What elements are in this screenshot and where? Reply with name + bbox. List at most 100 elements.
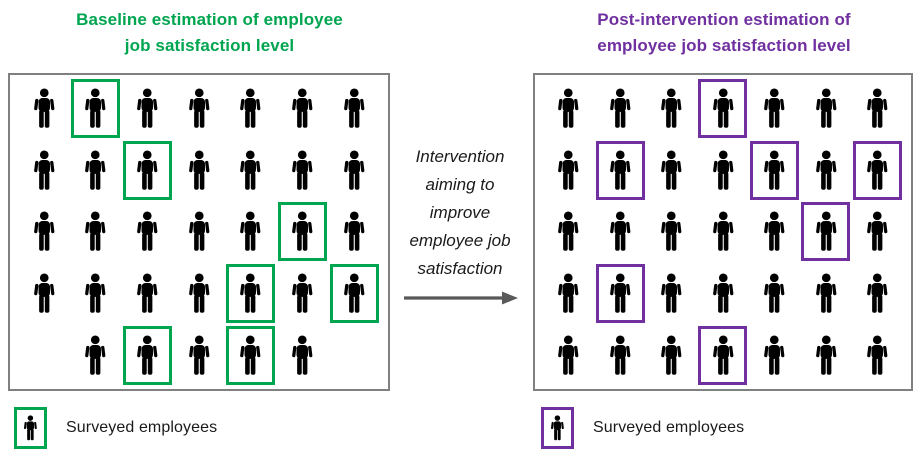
surveyed-highlight-box <box>226 325 276 385</box>
surveyed-highlight-box <box>595 140 645 200</box>
person-icon <box>867 150 888 190</box>
grid-cell <box>18 201 70 263</box>
grid-cell <box>800 324 851 386</box>
grid-cell <box>277 263 329 325</box>
grid-cell <box>225 324 277 386</box>
grid-cell <box>121 140 173 202</box>
icon-frame <box>226 79 275 138</box>
person-icon <box>815 273 836 313</box>
icon-frame <box>19 264 68 323</box>
icon-frame <box>698 141 747 200</box>
person-icon <box>661 211 682 252</box>
icon-row <box>18 263 380 325</box>
person-icon <box>558 150 579 190</box>
grid-cell <box>173 140 225 202</box>
icon-frame <box>596 79 645 138</box>
icon-frame <box>278 264 327 323</box>
person-icon <box>610 335 631 375</box>
person-icon <box>867 211 888 252</box>
person-icon <box>85 150 106 190</box>
person-icon <box>240 88 261 129</box>
person-icon <box>764 273 785 313</box>
icon-frame <box>71 326 120 385</box>
person-icon <box>764 88 785 129</box>
grid-cell <box>749 324 800 386</box>
icon-row <box>18 324 380 386</box>
grid-cell <box>70 201 122 263</box>
grid-cell <box>18 263 70 325</box>
surveyed-highlight-box <box>329 264 379 324</box>
person-icon <box>137 211 158 252</box>
person-icon <box>610 88 631 129</box>
left-legend-surveyed-box <box>14 407 47 449</box>
person-icon <box>712 150 734 190</box>
grid-cell <box>328 201 380 263</box>
icon-frame <box>123 202 172 261</box>
grid-cell <box>277 140 329 202</box>
grid-cell <box>121 263 173 325</box>
person-icon <box>661 335 682 375</box>
icon-frame <box>853 326 902 385</box>
person-icon <box>292 273 313 313</box>
grid-cell <box>328 263 380 325</box>
grid-cell <box>646 263 697 325</box>
icon-row <box>543 263 903 325</box>
person-icon <box>188 150 210 190</box>
person-icon <box>240 335 261 375</box>
grid-cell <box>121 324 173 386</box>
icon-frame <box>544 264 593 323</box>
grid-cell <box>800 201 851 263</box>
person-icon <box>85 88 106 129</box>
icon-frame <box>330 79 379 138</box>
right-arrow-icon <box>403 290 519 306</box>
person-icon <box>610 211 631 252</box>
grid-cell <box>121 201 173 263</box>
surveyed-highlight-box <box>595 264 645 324</box>
grid-cell <box>225 140 277 202</box>
grid-cell <box>852 263 903 325</box>
icon-frame <box>750 202 799 261</box>
person-icon <box>188 211 210 252</box>
left-title-line2: job satisfaction level <box>124 36 295 55</box>
grid-cell <box>646 201 697 263</box>
grid-cell <box>594 201 645 263</box>
icon-frame <box>175 202 224 261</box>
grid-cell <box>594 324 645 386</box>
person-icon <box>33 211 54 252</box>
grid-cell <box>173 201 225 263</box>
icon-frame <box>544 326 593 385</box>
right-legend-label: Surveyed employees <box>593 419 745 436</box>
grid-cell <box>70 140 122 202</box>
person-icon <box>610 273 631 313</box>
grid-cell <box>749 263 800 325</box>
grid-cell <box>173 263 225 325</box>
icon-frame <box>226 202 275 261</box>
icon-row <box>18 78 380 140</box>
icon-frame <box>853 202 902 261</box>
icon-row <box>543 201 903 263</box>
icon-frame <box>596 202 645 261</box>
grid-cell <box>121 78 173 140</box>
right-legend: Surveyed employees <box>541 407 744 449</box>
grid-cell <box>697 201 748 263</box>
person-icon <box>551 415 564 441</box>
icon-frame <box>853 264 902 323</box>
person-icon <box>240 273 261 313</box>
person-icon <box>712 211 734 252</box>
person-icon <box>712 88 734 129</box>
person-icon <box>661 88 682 129</box>
person-icon <box>344 211 365 252</box>
person-icon <box>240 150 261 190</box>
person-icon <box>292 211 313 252</box>
grid-cell <box>277 78 329 140</box>
surveyed-highlight-box <box>277 202 327 262</box>
right-title-line2: employee job satisfaction level <box>597 36 851 55</box>
person-icon <box>558 273 579 313</box>
surveyed-highlight-box <box>71 79 121 139</box>
intervention-caption: Intervention aiming to improve employee … <box>409 147 511 278</box>
grid-cell <box>543 140 594 202</box>
grid-cell <box>646 140 697 202</box>
person-icon <box>137 150 158 190</box>
icon-row <box>543 78 903 140</box>
surveyed-highlight-box <box>226 264 276 324</box>
